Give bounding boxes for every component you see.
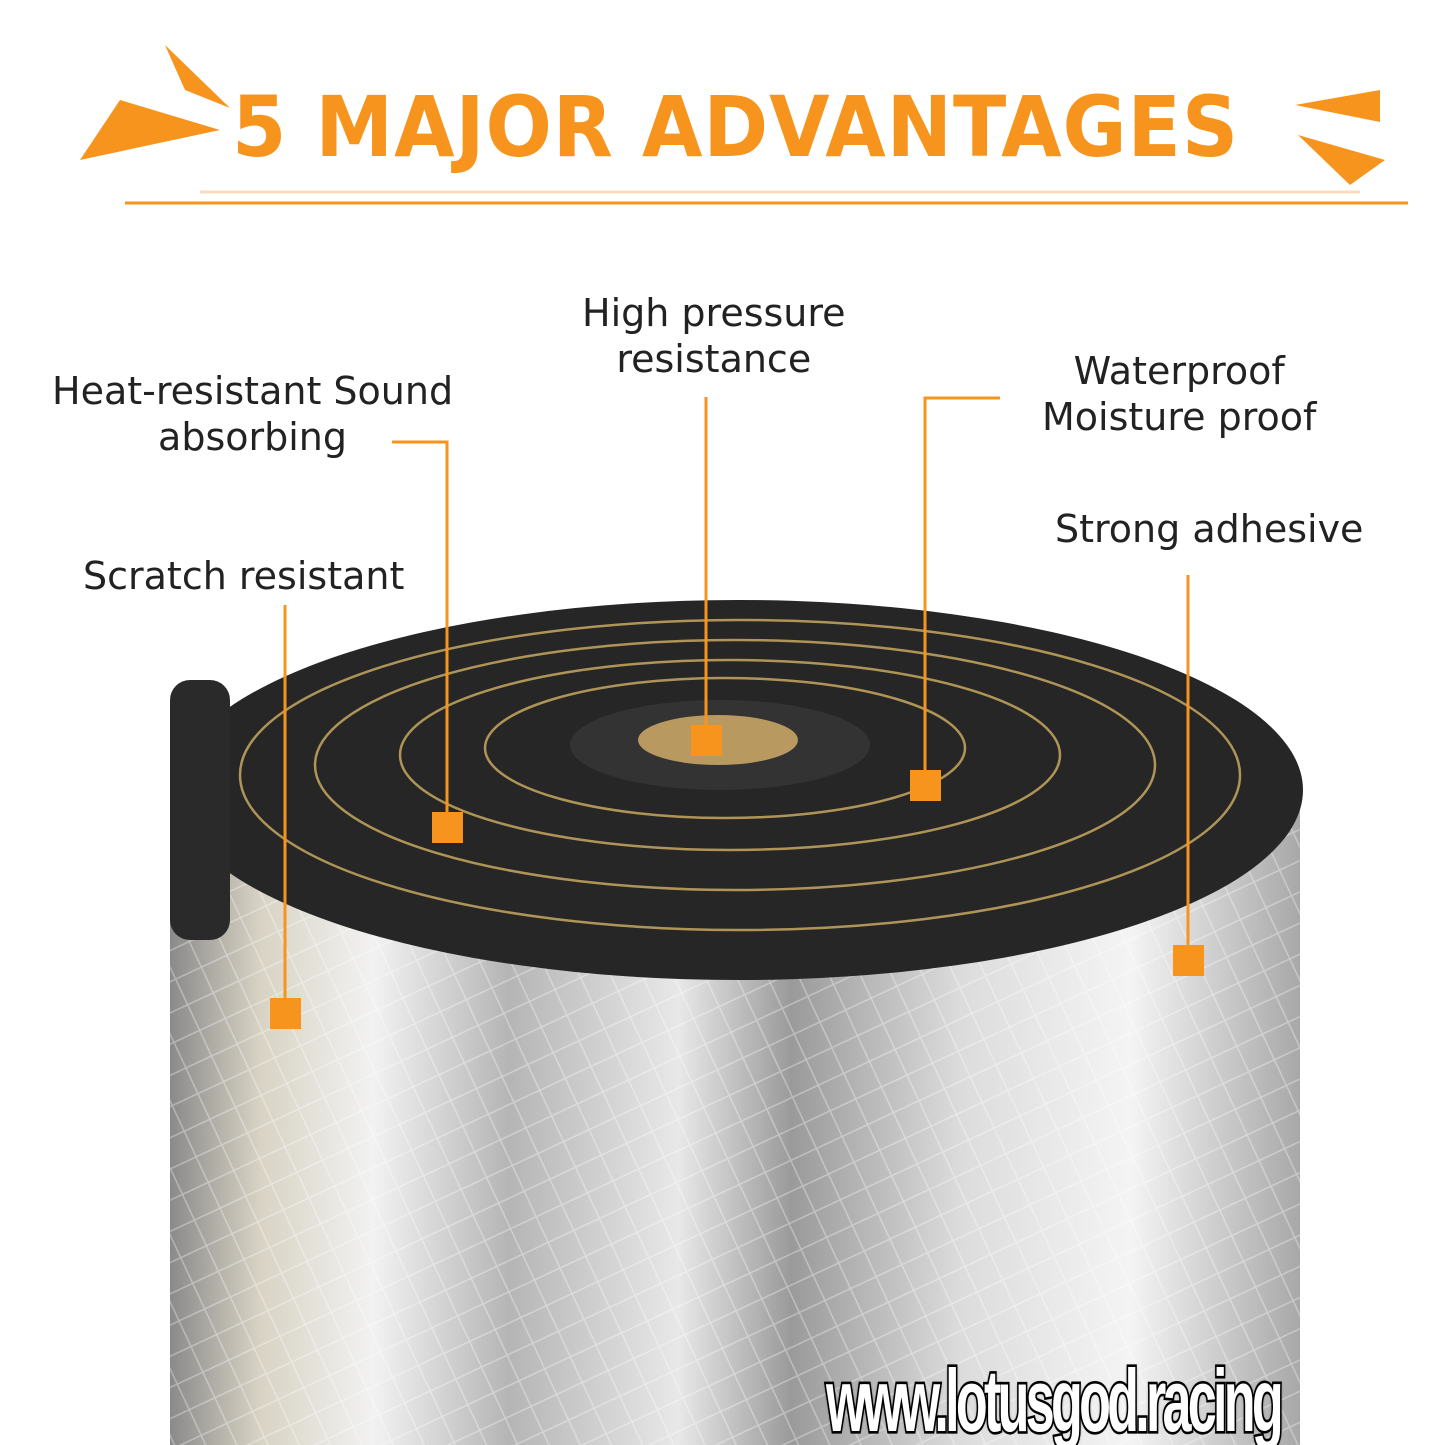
watermark: www.lotusgod.racing	[824, 1348, 1285, 1445]
callout-text: Moisture proof	[1042, 395, 1317, 439]
callout-text: Heat-resistant Sound	[52, 369, 454, 413]
marker-heat	[432, 812, 463, 843]
decor-triangle-icon	[165, 45, 230, 108]
callout-text: Strong adhesive	[1055, 507, 1364, 551]
marker-water	[910, 770, 941, 801]
callout-text: resistance	[616, 337, 812, 381]
callout-text: Waterproof	[1073, 349, 1285, 393]
callout-high-pressure: High pressure resistance	[582, 290, 846, 382]
marker-adhesive	[1173, 945, 1204, 976]
callout-scratch-resistant: Scratch resistant	[83, 553, 404, 599]
callout-strong-adhesive: Strong adhesive	[1055, 506, 1363, 552]
decor-triangle-icon	[80, 100, 220, 160]
callout-text: Scratch resistant	[83, 554, 405, 598]
page-title: 5 MAJOR ADVANTAGES	[232, 78, 1240, 176]
marker-pressure	[691, 725, 722, 756]
callout-text: absorbing	[158, 415, 348, 459]
decor-triangle-icon	[1295, 90, 1380, 122]
callout-waterproof: Waterproof Moisture proof	[1042, 348, 1316, 440]
callout-text: High pressure	[582, 291, 846, 335]
decor-triangle-icon	[1298, 135, 1385, 185]
callout-heat-resistant: Heat-resistant Sound absorbing	[52, 368, 453, 460]
marker-scratch	[270, 998, 301, 1029]
